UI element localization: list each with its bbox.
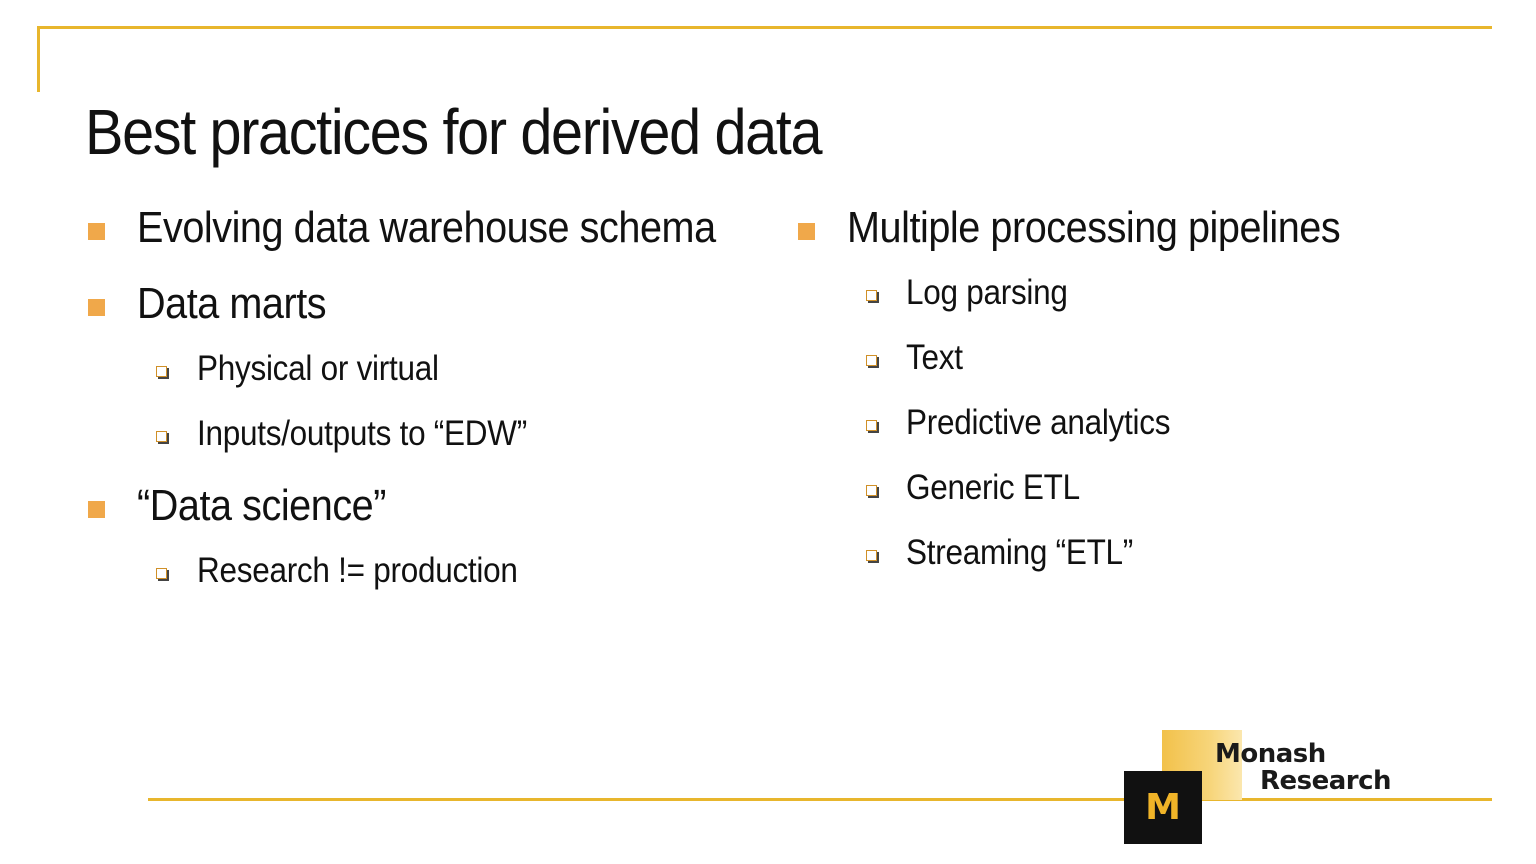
bullet-item: Multiple processing pipelines [795,196,1485,260]
logo-text-monash: Monash [1215,739,1326,769]
square-bullet-icon [88,299,105,316]
sub-bullet-text: Physical or virtual [197,349,439,388]
sub-bullet-list: Physical or virtual Inputs/outputs to “E… [85,336,725,466]
sub-bullet-list: Research != production [85,538,725,603]
bullet-text: “Data science” [137,481,387,530]
checkbox-bullet-icon [866,420,877,431]
slide-title: Best practices for derived data [85,96,822,168]
top-gold-rule [37,26,1492,29]
checkbox-bullet-icon [866,485,877,496]
bullet-item: Evolving data warehouse schema [85,196,725,260]
checkbox-bullet-icon [866,355,877,366]
sub-bullet-text: Predictive analytics [906,403,1171,442]
checkbox-bullet-icon [156,431,167,442]
sub-bullet-item: Physical or virtual [85,336,725,401]
left-bullet-list: Evolving data warehouse schema Data mart… [85,196,725,611]
sub-bullet-text: Streaming “ETL” [906,533,1134,572]
bullet-item: Data marts [85,272,725,336]
checkbox-bullet-icon [866,290,877,301]
sub-bullet-item: Predictive analytics [795,390,1485,455]
checkbox-bullet-icon [866,550,877,561]
sub-bullet-item: Generic ETL [795,455,1485,520]
logo-m-mark: M [1145,787,1181,828]
sub-bullet-text: Inputs/outputs to “EDW” [197,414,527,453]
logo-black-block [1124,771,1202,844]
square-bullet-icon [88,501,105,518]
sub-bullet-text: Text [906,338,963,377]
sub-bullet-item: Research != production [85,538,725,603]
square-bullet-icon [798,223,815,240]
sub-bullet-item: Streaming “ETL” [795,520,1485,585]
bullet-text: Evolving data warehouse schema [137,203,716,252]
sub-bullet-text: Log parsing [906,273,1068,312]
right-bullet-list: Multiple processing pipelines Log parsin… [795,196,1485,593]
bullet-text: Multiple processing pipelines [847,203,1341,252]
bullet-text: Data marts [137,279,327,328]
left-gold-rule [37,26,40,92]
sub-bullet-item: Text [795,325,1485,390]
sub-bullet-item: Inputs/outputs to “EDW” [85,401,725,466]
checkbox-bullet-icon [156,568,167,579]
bottom-gold-rule [148,798,1492,801]
monash-research-logo: M Monash Research [1124,730,1404,850]
logo-text-research: Research [1260,766,1392,796]
sub-bullet-text: Generic ETL [906,468,1080,507]
sub-bullet-text: Research != production [197,551,518,590]
sub-bullet-list: Log parsing Text Predictive analytics Ge… [795,260,1485,585]
checkbox-bullet-icon [156,366,167,377]
sub-bullet-item: Log parsing [795,260,1485,325]
bullet-item: “Data science” [85,474,725,538]
square-bullet-icon [88,223,105,240]
